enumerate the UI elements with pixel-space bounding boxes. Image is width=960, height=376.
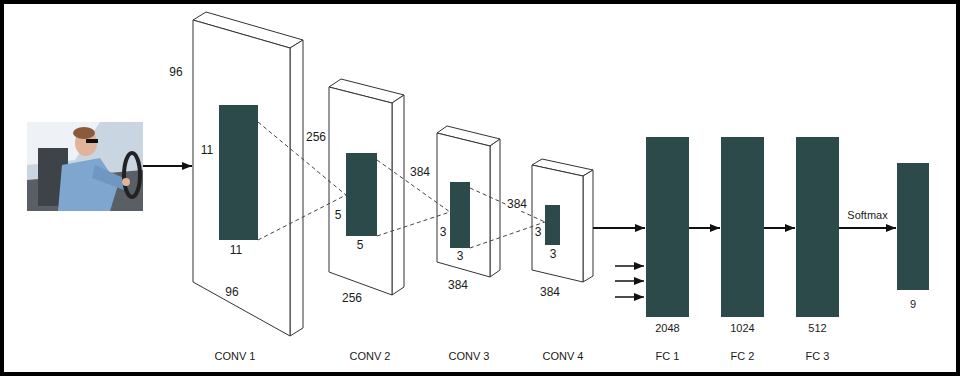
dimension-label: 3 (439, 226, 448, 239)
flow-arrow (689, 227, 720, 229)
input-arrow (143, 165, 192, 167)
fc-bar (796, 137, 839, 317)
flow-arrow (839, 227, 896, 229)
layer-caption: CONV 4 (543, 350, 584, 363)
conv-slab (329, 79, 404, 295)
driver-hand (122, 178, 130, 186)
flow-arrow (764, 227, 795, 229)
flow-arrow (593, 227, 645, 229)
conv-layer: CONV 3 (437, 126, 500, 366)
driver-sunglasses (86, 139, 98, 143)
layer-caption: CONV 1 (215, 350, 256, 363)
slab-side (392, 95, 404, 295)
dimension-label: 256 (341, 292, 363, 305)
dashed-line (470, 188, 545, 222)
dashed-line (470, 222, 545, 248)
steering-wheel (124, 153, 140, 197)
dimension-label: 384 (409, 166, 431, 179)
layer-caption: FC 2 (731, 350, 755, 363)
dimension-label: 11 (229, 244, 243, 257)
input-arrow (615, 280, 644, 282)
kernel-block (346, 153, 377, 236)
dimension-label: 5 (356, 239, 365, 252)
dimension-label: 3 (534, 226, 543, 239)
fc-bar (721, 137, 764, 317)
kernel-block (545, 205, 560, 245)
layer-caption: CONV 2 (350, 350, 391, 363)
layer-caption: CONV 3 (449, 350, 490, 363)
dimension-label: 96 (168, 66, 183, 79)
dimension-label: 3 (549, 248, 558, 261)
layer-caption: FC 1 (656, 350, 680, 363)
slab-front (329, 87, 392, 295)
dimension-label: 384 (447, 279, 469, 292)
layer-caption: FC 3 (806, 350, 830, 363)
unit-count: 1024 (730, 322, 754, 335)
dimension-label: 384 (506, 198, 528, 211)
conv-slab (193, 12, 303, 336)
dashed-line (377, 160, 450, 212)
fc-layer: 2048 FC 1 (646, 137, 689, 363)
fc-layer: 9 (897, 163, 929, 311)
dimension-label: 96 (224, 286, 239, 299)
conv-layer: CONV 1 (193, 12, 303, 366)
driver-hair (73, 127, 95, 139)
slab-front (193, 20, 290, 336)
unit-count: 512 (808, 322, 826, 335)
fc-bar (897, 163, 929, 290)
fc-bar (646, 137, 689, 317)
driver-shirt (58, 158, 118, 211)
input-arrow (615, 296, 644, 298)
dashed-line (258, 195, 346, 240)
fc-layer: 512 FC 3 (796, 137, 839, 363)
photo-ground (27, 122, 143, 211)
unit-count: 9 (910, 298, 916, 311)
driver-photo (27, 122, 143, 211)
slab-side (490, 139, 500, 277)
slab-side (290, 40, 303, 336)
dashed-line (258, 122, 346, 195)
dimension-label: 384 (539, 286, 561, 299)
input-arrow (615, 265, 644, 267)
dimension-label: 3 (456, 250, 465, 263)
conv-slab (437, 126, 500, 277)
kernel-block (450, 182, 470, 248)
receptive-field-lines (258, 122, 545, 248)
dimension-label: 256 (305, 131, 327, 144)
dimension-label: 5 (334, 209, 343, 222)
slab-side (583, 170, 593, 282)
unit-count: 2048 (655, 322, 679, 335)
slab-front (437, 133, 490, 277)
dimension-label: 11 (200, 144, 214, 157)
fc-layer: 1024 FC 2 (721, 137, 764, 363)
edge-label: Softmax (845, 209, 889, 222)
conv-layer: CONV 2 (329, 79, 404, 366)
kernel-block (219, 105, 258, 240)
conv-layer: CONV 4 (532, 159, 593, 366)
